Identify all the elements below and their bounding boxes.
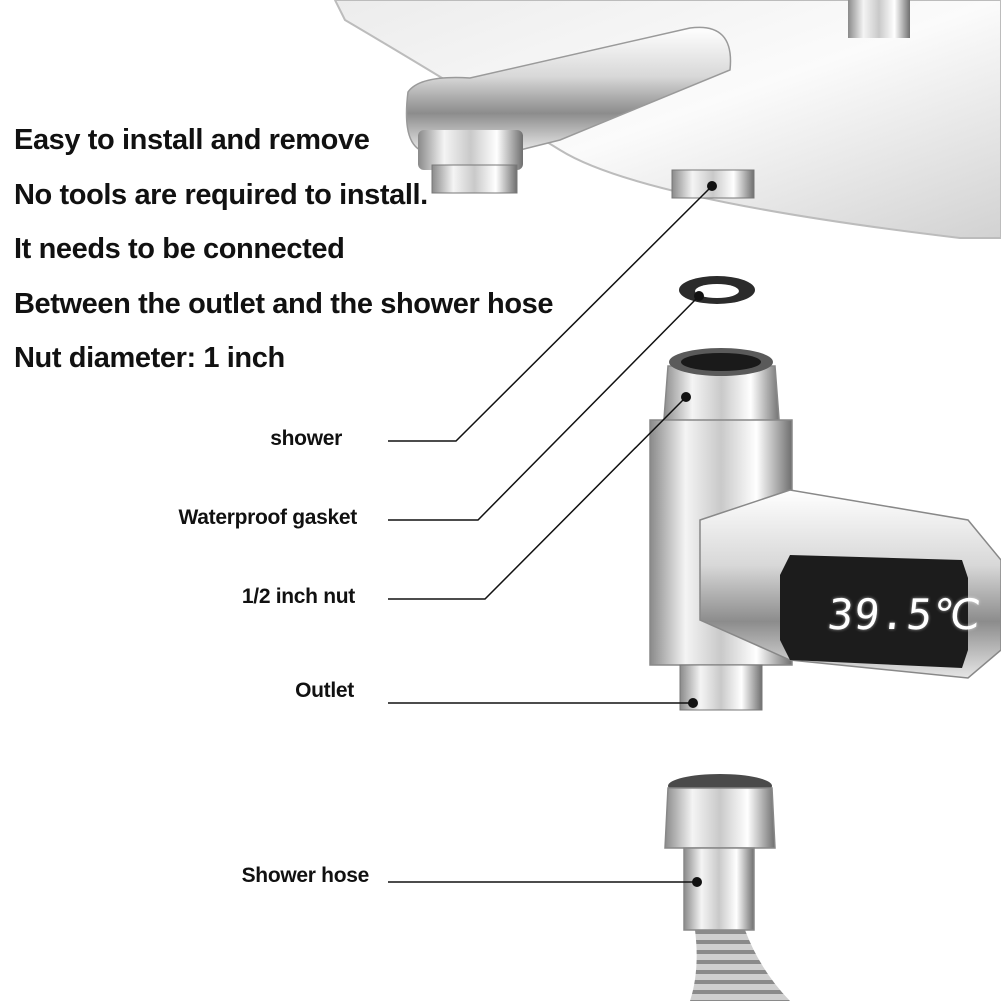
leader-nut xyxy=(388,396,687,600)
intro-line-2: No tools are required to install. xyxy=(14,179,428,211)
label-shower: shower xyxy=(270,427,342,450)
shower-thermometer xyxy=(649,348,1001,711)
intro-line-1: Easy to install and remove xyxy=(14,124,370,156)
label-outlet: Outlet xyxy=(295,679,354,702)
intro-line-3: It needs to be connected xyxy=(14,233,345,265)
waterproof-gasket xyxy=(679,276,755,304)
intro-line-4: Between the outlet and the shower hose xyxy=(14,288,554,320)
leader-gasket xyxy=(388,295,700,521)
intro-line-5: Nut diameter: 1 inch xyxy=(14,342,285,374)
label-waterproof-gasket: Waterproof gasket xyxy=(178,506,358,529)
leader-dots xyxy=(681,181,717,887)
leader-shower xyxy=(388,185,713,442)
temperature-display: 39.5℃ xyxy=(825,590,984,639)
faucet xyxy=(333,0,1001,239)
label-shower-hose: Shower hose xyxy=(241,864,370,887)
shower-hose xyxy=(664,774,790,1001)
label-nut: 1/2 inch nut xyxy=(241,585,355,608)
leader-lines xyxy=(388,185,713,883)
